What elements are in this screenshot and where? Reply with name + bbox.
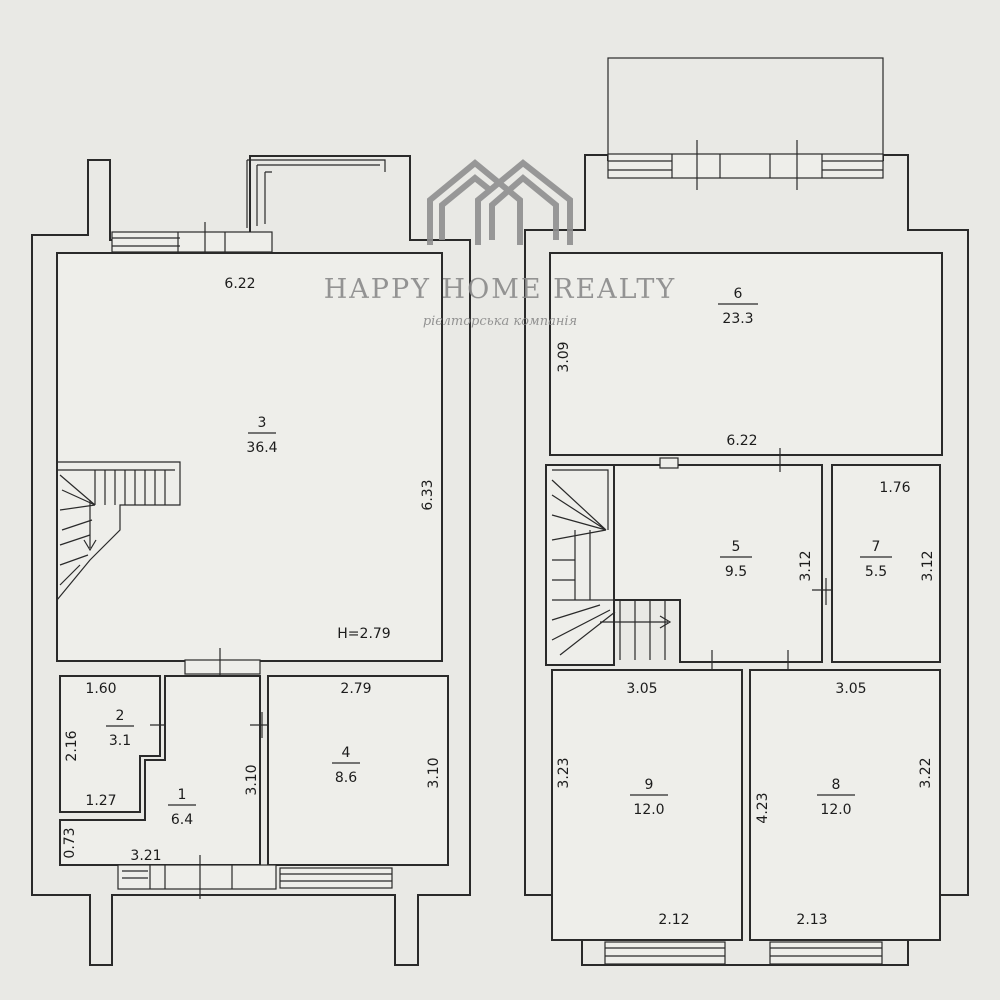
dim-r7-width: 1.76: [879, 480, 910, 496]
ground-floor-plan: [31, 155, 471, 966]
dim-r8-left: 4.23: [755, 792, 771, 823]
room-5-number: 5: [732, 539, 741, 555]
dim-r3-width: 6.22: [224, 276, 255, 292]
room-6-number: 6: [734, 286, 743, 302]
upper-top-window: [607, 153, 884, 179]
upper-bottom-window-right: [769, 941, 883, 965]
dim-r2-height: 2.16: [64, 730, 80, 761]
ground-entrance: [117, 864, 277, 890]
dim-r6-width: 6.22: [726, 433, 757, 449]
dim-r8-width: 3.05: [835, 681, 866, 697]
upper-bottom-window-left: [604, 941, 726, 965]
room-6: [549, 252, 943, 456]
room-8-area: 12.0: [820, 802, 851, 818]
room-3-area: 36.4: [246, 440, 277, 456]
room-labels: 3 36.4 2 3.1 1 6.4 4 8.6 6 23.3 5 9.5 7 …: [106, 286, 892, 828]
dimension-labels: 6.22 6.33 H=2.79 1.60 2.16 1.27 3.10 0.7…: [62, 276, 936, 928]
room-8-number: 8: [832, 777, 841, 793]
dim-r3-height: 6.33: [420, 479, 436, 510]
room-9-area: 12.0: [633, 802, 664, 818]
room-1: [59, 675, 261, 866]
dim-r5-side: 3.12: [798, 550, 814, 581]
dim-r8-height: 3.22: [918, 757, 934, 788]
room-5-area: 9.5: [725, 564, 747, 580]
upper-floor-plan: [524, 57, 969, 966]
room-1-number: 1: [178, 787, 187, 803]
room-2-area: 3.1: [109, 733, 131, 749]
room-7-area: 5.5: [865, 564, 887, 580]
bay-window-outline: [246, 159, 386, 228]
dim-r7-height: 3.12: [920, 550, 936, 581]
room-5: [613, 464, 823, 663]
watermark-subtitle: рієлторська компанія: [423, 314, 577, 329]
dim-r2-width: 1.60: [85, 681, 116, 697]
room-8: [749, 669, 941, 941]
room-7-number: 7: [872, 539, 881, 555]
watermark-title: HAPPY HOME REALTY: [324, 274, 677, 305]
dim-ceiling: H=2.79: [337, 626, 390, 642]
room-2-number: 2: [116, 708, 125, 724]
room-6-area: 23.3: [722, 311, 753, 327]
room-7: [831, 464, 941, 663]
staircase-ground: [56, 461, 181, 601]
room-2: [59, 675, 161, 813]
dim-r2-bottom: 1.27: [85, 793, 116, 809]
dim-r1-small: 0.73: [62, 827, 78, 858]
watermark: HAPPY HOME REALTY рієлторська компанія: [324, 159, 677, 329]
staircase-upper: [545, 464, 675, 666]
dim-r4-width: 2.79: [340, 681, 371, 697]
dim-r9-height: 3.23: [556, 757, 572, 788]
room-4-area: 8.6: [335, 770, 357, 786]
room-3-number: 3: [258, 415, 267, 431]
ground-floor-outer-wall: [31, 155, 471, 966]
balcony: [607, 57, 884, 161]
dim-r9-bottom: 2.12: [658, 912, 689, 928]
ground-top-window: [111, 231, 273, 253]
room-1-area: 6.4: [171, 812, 193, 828]
ground-bottom-window: [279, 867, 393, 889]
room-4-number: 4: [342, 745, 351, 761]
room-9: [551, 669, 743, 941]
dim-r9-width: 3.05: [626, 681, 657, 697]
room-4: [267, 675, 449, 866]
dim-r8-bottom: 2.13: [796, 912, 827, 928]
dim-r1-bottom: 3.21: [130, 848, 161, 864]
house-logo-icon: [427, 159, 573, 245]
room-3: [56, 252, 443, 662]
dim-r1-side: 3.10: [244, 764, 260, 795]
dim-r4-height: 3.10: [426, 757, 442, 788]
dim-r6-height: 3.09: [556, 341, 572, 372]
room-9-number: 9: [645, 777, 654, 793]
